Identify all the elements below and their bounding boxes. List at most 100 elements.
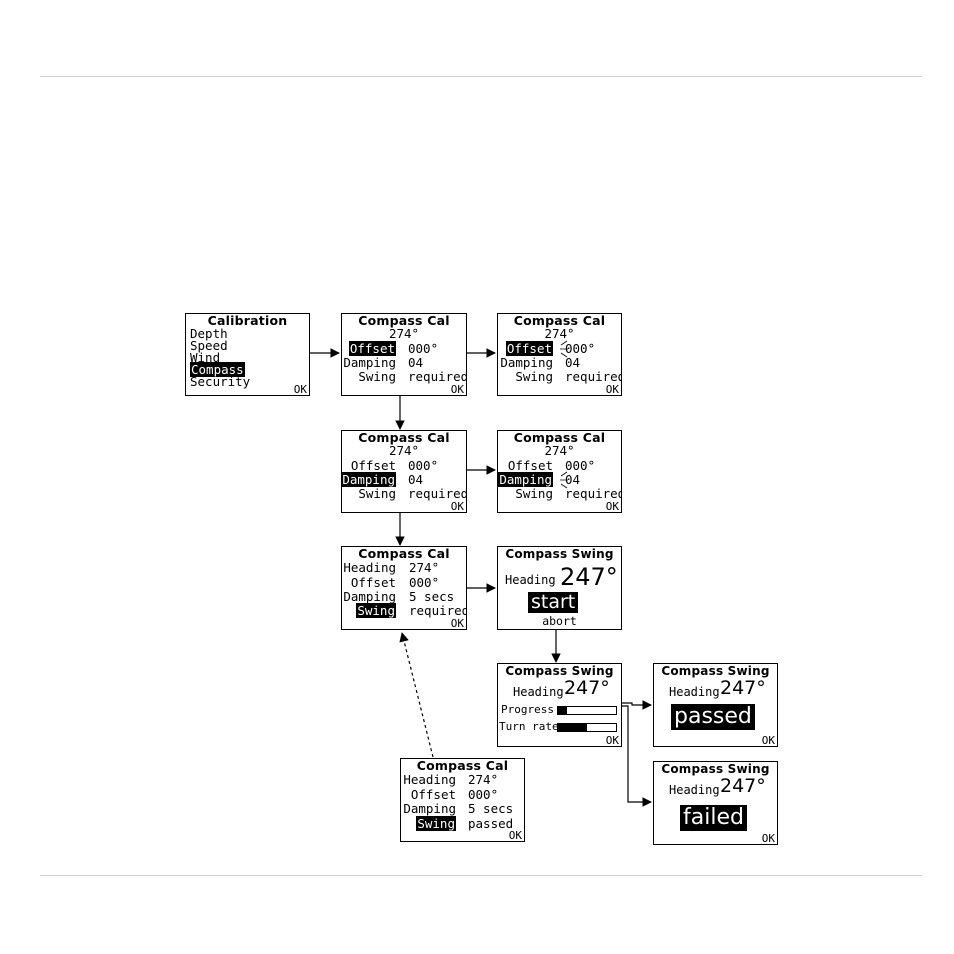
menu-item-wind[interactable]: Wind [190,350,221,365]
screen-title: Calibration [207,313,288,328]
ok-softkey[interactable]: OK [605,500,619,513]
screen-compass-cal-offset-edit: Compass Cal 274° Offset 000° Damping 04 … [497,313,622,396]
damping-value: 04 [408,472,424,487]
screen-title: Compass Swing [505,664,614,678]
damping-label-selected[interactable]: Damping [498,472,553,487]
screen-title: Compass Cal [513,430,606,445]
heading-label: Heading [505,573,556,587]
screen-title: Compass Swing [661,664,770,678]
ok-softkey[interactable]: OK [450,617,464,630]
menu-item-compass-selected[interactable]: Compass [190,362,245,377]
heading-value-large: 247° [720,677,766,699]
swing-label[interactable]: Swing [358,369,396,384]
swing-result-failed: failed [680,805,747,831]
screen-title: Compass Cal [416,758,509,773]
ok-softkey[interactable]: OK [605,734,619,747]
progress-bar-fill [558,707,567,714]
swing-label[interactable]: Swing [515,486,553,501]
turn-rate-label: Turn rate [499,720,559,733]
heading-value: 274° [409,560,440,575]
offset-label[interactable]: Offset [350,575,396,590]
offset-label[interactable]: Offset [410,787,456,802]
bottom-rule [40,875,922,876]
offset-value: 000° [408,341,439,356]
screen-title: Compass Swing [661,762,770,776]
swing-status-required: required [409,603,467,618]
screen-title: Compass Swing [505,547,614,561]
top-rule [40,76,922,77]
damping-label[interactable]: Damping [343,589,396,604]
heading-value-large: 247° [720,775,766,797]
heading-label: Heading [669,783,720,797]
screen-compass-cal-swing-passed: Compass Cal Heading 274° Offset 000° Dam… [400,758,525,842]
damping-label-selected[interactable]: Damping [342,472,396,487]
heading-label: Heading [513,685,564,699]
screen-compass-cal-damping-selected: Compass Cal 274° Offset 000° Damping 04 … [341,430,467,513]
heading-value: 274° [388,326,420,341]
swing-label-selected[interactable]: Swing [356,603,396,618]
screen-title: Compass Cal [358,313,450,328]
heading-label: Heading [669,685,720,699]
swing-value: required [565,369,622,384]
damping-value: 04 [408,355,424,370]
offset-label[interactable]: Offset [350,458,396,473]
swing-label[interactable]: Swing [515,369,553,384]
flash-indicator-icon [560,340,568,358]
offset-value-editing[interactable]: 000° [565,341,596,356]
damping-label[interactable]: Damping [343,355,396,370]
menu-item-security[interactable]: Security [190,374,251,389]
abort-button[interactable]: abort [542,614,577,628]
damping-value: 5 secs [468,801,514,816]
swing-result-passed: passed [671,704,755,730]
heading-value: 274° [468,772,499,787]
heading-value: 274° [544,326,575,341]
screen-title: Compass Cal [358,546,450,561]
heading-value: 274° [544,443,575,458]
heading-value: 274° [388,443,420,458]
turn-rate-bar [557,723,617,732]
offset-value: 000° [409,575,440,590]
screen-compass-cal-offset-selected: Compass Cal 274° Offset 000° Damping 04 … [341,313,467,396]
screen-calibration-menu: Calibration Depth Speed Wind Compass Sec… [185,313,310,396]
ok-softkey[interactable]: OK [508,829,522,842]
menu-item-speed[interactable]: Speed [190,338,228,353]
offset-label-selected[interactable]: Offset [505,341,553,356]
dashed-return-arrow [399,632,434,758]
ok-softkey[interactable]: OK [605,383,619,396]
swing-value: required [408,486,467,501]
heading-label: Heading [343,560,396,575]
screen-compass-swing-progress: Compass Swing Heading 247° Progress Turn… [497,663,622,747]
swing-status-passed: passed [468,816,514,831]
heading-value-large: 247° [564,677,610,699]
start-button[interactable]: start [528,592,579,613]
offset-label[interactable]: Offset [507,458,553,473]
offset-value: 000° [408,458,439,473]
ok-softkey[interactable]: OK [761,832,775,845]
progress-bar [557,706,617,715]
offset-value: 000° [565,458,596,473]
screen-compass-cal-swing-selected: Compass Cal Heading 274° Offset 000° Dam… [341,546,467,630]
damping-value: 5 secs [409,589,455,604]
heading-label: Heading [403,772,456,787]
screen-compass-cal-damping-edit: Compass Cal 274° Offset 000° Damping 04 … [497,430,622,513]
progress-label: Progress [501,703,554,716]
arrow-progress-to-failed [622,705,652,807]
damping-label[interactable]: Damping [500,355,553,370]
ok-softkey[interactable]: OK [761,734,775,747]
screen-title: Compass Cal [513,313,606,328]
ok-softkey[interactable]: OK [450,500,464,513]
ok-softkey[interactable]: OK [450,383,464,396]
screen-compass-swing-passed: Compass Swing Heading 247° passed OK [653,663,778,747]
swing-value: required [565,486,622,501]
swing-label-selected[interactable]: Swing [416,816,456,831]
swing-label[interactable]: Swing [358,486,396,501]
menu-item-depth[interactable]: Depth [190,326,228,341]
ok-softkey[interactable]: OK [293,383,307,396]
screen-title: Compass Cal [358,430,450,445]
screen-compass-swing-failed: Compass Swing Heading 247° failed OK [653,761,778,845]
damping-label[interactable]: Damping [403,801,456,816]
offset-label-selected[interactable]: Offset [348,341,396,356]
damping-value-editing[interactable]: 04 [565,472,581,487]
